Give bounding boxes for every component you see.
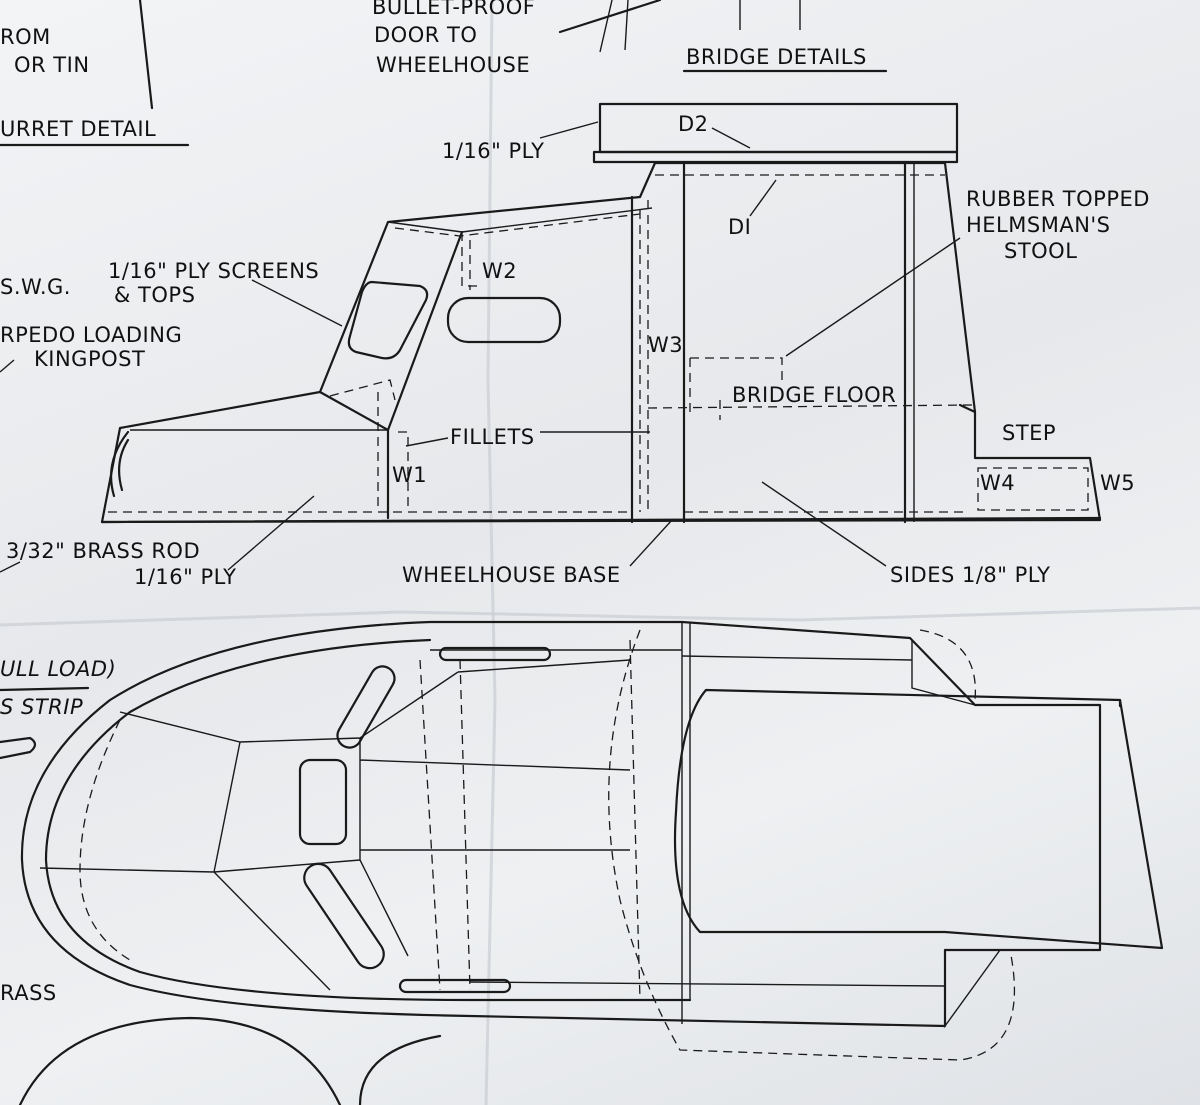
step-riser (958, 403, 977, 414)
s-strip-underline (0, 686, 90, 692)
roof-d2 (598, 102, 959, 154)
label-w3: W3 (648, 333, 683, 357)
plan-slot-4 (438, 646, 552, 662)
nose-hatch-inner (117, 438, 130, 492)
plan-slot-5 (398, 978, 512, 994)
label-bridge-floor: BRIDGE FLOOR (732, 383, 896, 407)
label-s-strip: S STRIP (0, 695, 83, 719)
label-rubber-1: RUBBER TOPPED (966, 187, 1150, 211)
turret-leader-line (138, 0, 154, 110)
label-wheelhouse-base: WHEELHOUSE BASE (402, 563, 621, 587)
leader-kingpost (0, 359, 15, 373)
nose-hatch (110, 430, 130, 498)
label-step: STEP (1002, 421, 1056, 445)
label-torpedo-2: KINGPOST (34, 347, 145, 371)
plan-rail-bottom (469, 981, 946, 987)
leader-d2 (711, 127, 751, 149)
label-bulletproof-2: DOOR TO (374, 23, 477, 47)
internal-dashed-w1 (377, 392, 409, 512)
side-window-front (347, 280, 429, 360)
leader-rubber (785, 237, 961, 357)
label-w5: W5 (1100, 471, 1135, 495)
label-screens-2: & TOPS (114, 283, 195, 307)
label-torpedo-1: RPEDO LOADING (0, 323, 182, 347)
internal-dashed-w3 (639, 200, 649, 512)
internal-dashed-floor (647, 404, 973, 409)
plan-rail-top (430, 649, 913, 661)
paper-fold-horizontal (0, 606, 1200, 627)
side-window-rear (446, 296, 562, 344)
paper-fold-vertical (484, 0, 497, 1105)
label-ply-low: 1/16" PLY (134, 565, 236, 589)
bottom-ring-left (18, 1016, 342, 1105)
wheelhouse-base-line (100, 516, 1102, 524)
plan-dashed-outline (608, 629, 1016, 1061)
plan-dashed-inner (79, 639, 641, 1001)
label-bridge-details: BRIDGE DETAILS (686, 45, 867, 69)
leader-base (629, 519, 673, 567)
plan-panel-lines (39, 659, 631, 991)
label-rass: RASS (0, 981, 57, 1005)
rod-clamp (0, 736, 37, 760)
internal-dashed-w2 (461, 232, 478, 290)
label-rom: ROM (0, 25, 51, 49)
internal-dashed-screen-top (394, 213, 641, 237)
screen-front-edge (386, 230, 464, 432)
label-or-tin: OR TIN (14, 53, 90, 77)
label-rubber-3: STOOL (1004, 239, 1077, 263)
roof-d2-lip (592, 150, 959, 164)
label-bulletproof-3: WHEELHOUSE (376, 53, 530, 77)
label-w2: W2 (482, 259, 517, 283)
label-ull-load: ULL LOAD) (0, 657, 116, 681)
wheelhouse-outline (100, 161, 1102, 524)
label-bulletproof-1: BULLET-PROOF (372, 0, 535, 19)
plan-slot-2 (298, 758, 348, 846)
internal-dashed-screen (329, 379, 396, 401)
leader-fillets-left (405, 437, 449, 447)
label-brass-rod: 3/32" BRASS ROD (6, 539, 200, 563)
label-w1: W1 (392, 463, 427, 487)
label-fillets: FILLETS (450, 425, 535, 449)
leader-screens (251, 279, 343, 327)
plan-outer-hull (20, 620, 1102, 1028)
label-w4: W4 (980, 471, 1015, 495)
plan-side-panels (681, 622, 1001, 1029)
label-d1: DI (728, 215, 751, 239)
label-d2: D2 (678, 112, 709, 136)
label-ply-top: 1/16" PLY (442, 139, 544, 163)
leader-ply-top (539, 121, 599, 139)
stool-outline (689, 357, 783, 420)
label-rubber-2: HELMSMAN'S (966, 213, 1111, 237)
door-leader-arrow (558, 0, 662, 34)
plan-cockpit (673, 688, 1164, 950)
leader-sides (761, 481, 887, 567)
leader-brass-rod (0, 561, 21, 573)
leader-d1 (749, 179, 777, 217)
label-sides: SIDES 1/8" PLY (890, 563, 1051, 587)
bottom-ring-right (358, 1034, 442, 1105)
top-leader-lines (599, 0, 801, 53)
label-screens-1: 1/16" PLY SCREENS (108, 259, 319, 283)
leader-ply-low (227, 495, 315, 571)
label-swg: S.W.G. (0, 275, 71, 299)
plan-inner-hull (44, 638, 692, 1002)
plan-slot-3 (303, 862, 385, 970)
label-turret-detail: URRET DETAIL (0, 117, 156, 141)
plan-slot-1 (336, 665, 396, 749)
